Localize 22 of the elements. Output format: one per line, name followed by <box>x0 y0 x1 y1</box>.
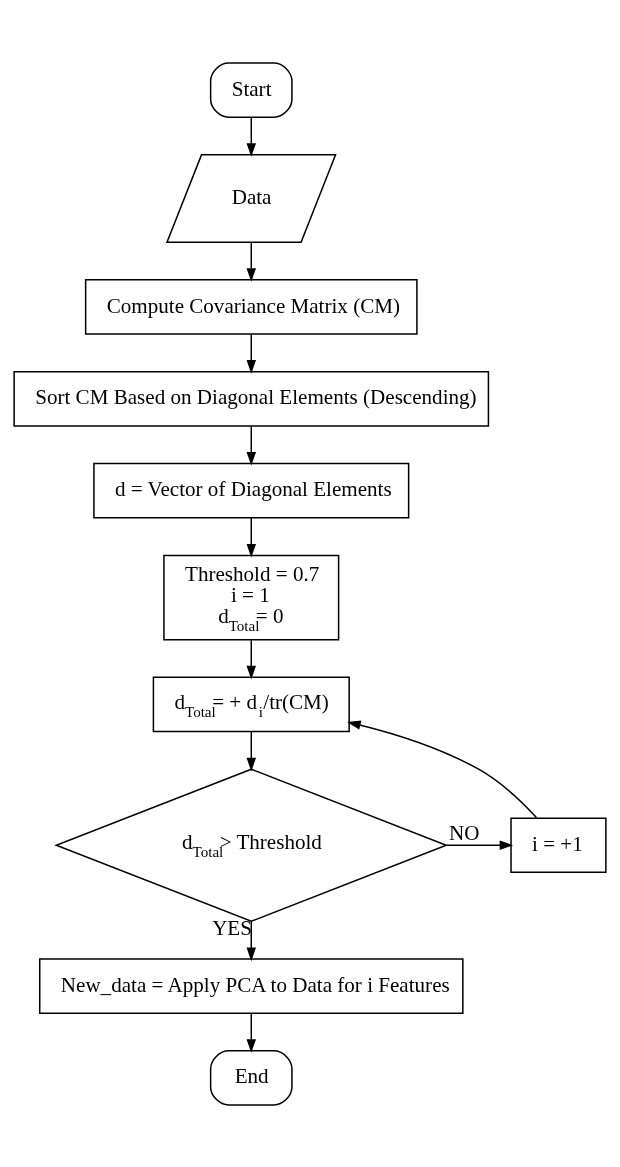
node-diamond: d$_{Total}$> Threshold <box>54 767 449 922</box>
arrow <box>246 516 257 558</box>
node-box: Sort CM Based on Diagonal Elements (Descending) <box>13 370 490 427</box>
node-box: Compute Covariance Matrix (CM) <box>84 278 418 335</box>
node-box: d$_{Total}$= + d$_{i}$/tr(CM) <box>152 676 350 732</box>
arrow <box>246 241 257 282</box>
arrow <box>446 840 514 850</box>
arrow <box>246 638 257 679</box>
edge-label: NO <box>449 820 480 845</box>
node-box: Start <box>209 61 293 118</box>
arrow <box>246 116 257 157</box>
arrow <box>246 332 257 374</box>
arrow <box>246 1011 257 1053</box>
node-box: i = +1 <box>510 816 607 873</box>
node-box: d = Vector of Diagonal Elements <box>93 462 410 518</box>
arrow <box>246 920 257 961</box>
node-box: End <box>209 1049 293 1106</box>
node-box: Threshold = 0.7 i = 1 d$_{Total}$= 0 <box>163 554 340 640</box>
arrow <box>246 424 257 465</box>
arrow <box>347 719 538 818</box>
node-box: New_data = Apply PCA to Data for i Features <box>38 957 464 1014</box>
arrow <box>246 730 257 771</box>
